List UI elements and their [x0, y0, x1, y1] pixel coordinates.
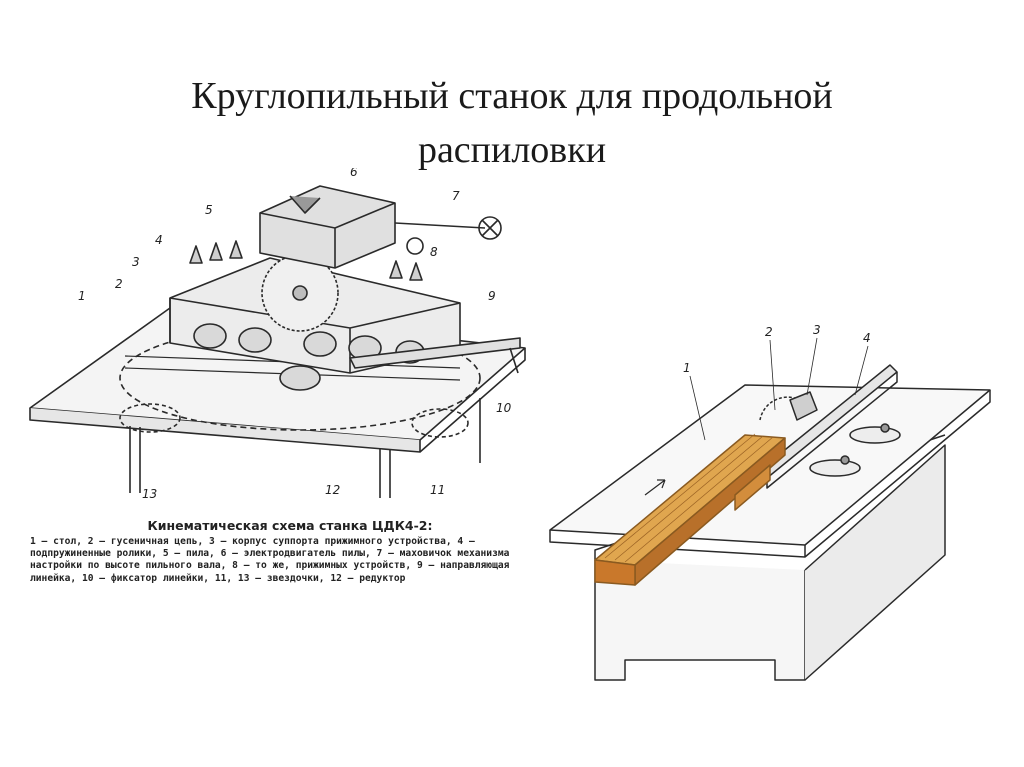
slide-title-line-1: Круглопильный станок для продольной: [191, 75, 833, 118]
handwheel-shaft: [394, 222, 486, 229]
callout-1: 1: [683, 361, 691, 375]
caterpillar-chain: [119, 325, 481, 431]
callout-6: 6: [350, 168, 358, 179]
callout-4: 4: [155, 233, 163, 247]
caption-legend: 1 — стол, 2 — гусеничная цепь, 3 — корпу…: [30, 536, 510, 584]
pressure-rollers: [193, 323, 425, 391]
sprocket-13: [119, 403, 181, 433]
callout-9: 9: [488, 289, 496, 303]
callout-11: 11: [430, 483, 445, 497]
saw-blade: [759, 396, 808, 421]
handwheel-8: [406, 237, 424, 255]
ruler-lock: [509, 347, 519, 374]
springs: [189, 240, 423, 281]
left-callouts: 1 2 3 4 5 6 7 8 9 10 11 12 13: [78, 168, 512, 501]
blade-guard: [789, 391, 818, 421]
callout-7: 7: [452, 189, 460, 203]
callout-8: 8: [430, 245, 438, 259]
handwheel-7: [478, 216, 502, 240]
caption-title: Кинематическая схема станка ЦДК4-2:: [147, 518, 433, 533]
callout-12: 12: [325, 483, 340, 497]
callout-5: 5: [205, 203, 213, 217]
diagram-caption: Кинематическая схема станка ЦДК4-2: 1 — …: [30, 518, 550, 585]
callout-10: 10: [496, 401, 512, 415]
wood-board-end: [594, 559, 636, 586]
callout-3: 3: [813, 323, 821, 337]
sprocket-11: [411, 408, 469, 438]
kinematic-scheme-drawing: 1 2 3 4 5 6 7 8 9 10 11 12 13: [29, 168, 526, 501]
right-callouts: 1 2 3 4: [683, 323, 871, 441]
callout-2: 2: [765, 325, 773, 339]
saw-cabinet: [594, 560, 806, 681]
callout-13: 13: [142, 487, 157, 501]
slide-title: Круглопильный станок для продольной расп…: [0, 69, 1024, 177]
fence-clamps: [809, 423, 901, 477]
callout-2: 2: [115, 277, 123, 291]
table-saw-drawing: 1 2 3 4: [549, 323, 991, 681]
feed-arrow: [644, 479, 666, 496]
guide-ruler: [349, 337, 521, 369]
table-leg: [129, 426, 141, 493]
callout-4: 4: [863, 331, 871, 345]
callout-1: 1: [78, 289, 86, 303]
slide-title-line-2: распиловки: [417, 129, 607, 172]
table-leg: [379, 448, 391, 498]
callout-3: 3: [132, 255, 140, 269]
wood-offcut: [734, 464, 771, 511]
